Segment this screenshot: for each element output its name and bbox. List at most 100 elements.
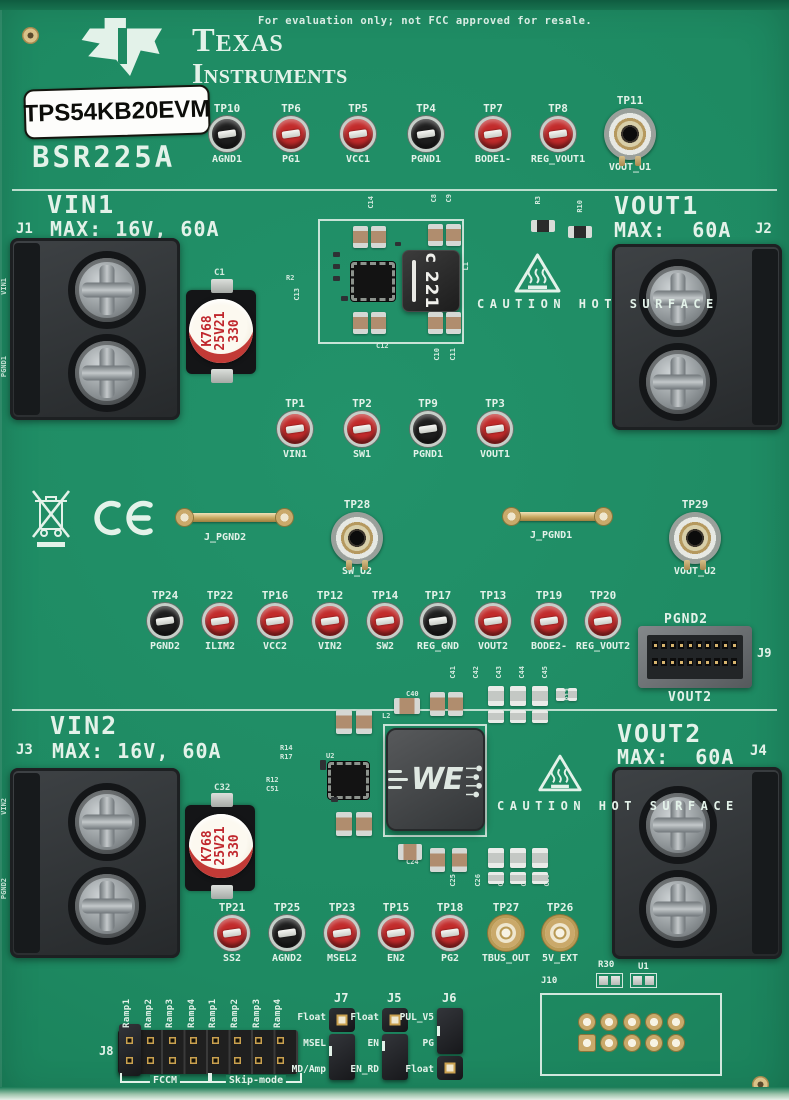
smd-component xyxy=(353,226,368,248)
j9-top-label: PGND2 xyxy=(664,612,709,627)
terminal-block-j2[interactable] xyxy=(612,244,782,430)
terminal-screw[interactable] xyxy=(646,793,710,857)
tp-pad xyxy=(531,603,567,639)
terminal-screw[interactable] xyxy=(75,258,139,322)
smd-component xyxy=(394,698,420,714)
tp-ref: TP26 xyxy=(546,901,574,914)
r30-label: R30 xyxy=(598,960,615,970)
tp-center xyxy=(222,928,242,938)
tp-center xyxy=(285,424,305,434)
ground-loop-j-pgnd2[interactable] xyxy=(186,513,282,522)
j8-pin xyxy=(168,1037,176,1044)
pin1-mark xyxy=(437,1026,440,1036)
connector-j9[interactable] xyxy=(638,626,752,688)
terminal-block-j4[interactable] xyxy=(612,767,782,959)
j7-option: Float xyxy=(297,1012,326,1023)
tp-label: PGND1 xyxy=(410,154,442,165)
tp-label: MSEL2 xyxy=(326,953,358,964)
cap-tab xyxy=(211,793,233,807)
we-logo-lines xyxy=(388,770,408,789)
tp-ref: TP8 xyxy=(548,102,568,115)
tp-center xyxy=(348,129,368,139)
smd-component xyxy=(353,312,368,334)
j9-pin xyxy=(678,641,685,649)
j8-pin-label: Ramp2 xyxy=(143,998,154,1028)
ground-loop-j-pgnd1[interactable] xyxy=(513,512,601,521)
j10-pad xyxy=(668,1014,685,1030)
smd-component xyxy=(341,296,348,301)
model-label-sticker: TPS54KB20EVM xyxy=(23,84,211,140)
vin1-spec: MAX: 16V, 60A xyxy=(50,217,220,241)
resistor-r30 xyxy=(596,973,623,988)
tp-label: REG_VOUT1 xyxy=(530,154,586,165)
tp-center xyxy=(548,129,568,139)
tp-label: REG_GND xyxy=(416,641,460,652)
tp-pad xyxy=(410,411,446,447)
smd-component xyxy=(532,872,548,884)
j5-ref: J5 xyxy=(387,991,402,1005)
terminal-screw[interactable] xyxy=(646,266,710,330)
tp-pad xyxy=(378,915,414,951)
terminal-screw[interactable] xyxy=(75,790,139,854)
tp-ref: TP19 xyxy=(535,589,563,602)
j9-pin xyxy=(696,658,702,666)
tp-ref: TP27 xyxy=(492,901,520,914)
smd-component xyxy=(336,812,352,836)
refdes-r3: R3 xyxy=(534,196,542,205)
j9-pin xyxy=(669,641,676,649)
tp-pad xyxy=(269,915,305,951)
j10-pad xyxy=(601,1035,618,1051)
terminal-screw[interactable] xyxy=(75,874,139,938)
terminal-block-j3[interactable] xyxy=(10,768,180,958)
skip-mode-label: Skip-mode xyxy=(225,1075,287,1086)
tp-center xyxy=(277,928,297,938)
cap-tab xyxy=(211,279,233,293)
j6-pin xyxy=(437,1056,463,1080)
tp-ref: TP11 xyxy=(616,94,644,107)
terminal-block-j1[interactable] xyxy=(10,238,180,420)
tp-ref: TP10 xyxy=(213,102,241,115)
terminal-screw[interactable] xyxy=(646,350,710,414)
j9-bottom-label: VOUT2 xyxy=(668,690,713,705)
j9-ref: J9 xyxy=(757,646,772,660)
terminal-screw[interactable] xyxy=(646,877,710,941)
tp-ref: TP24 xyxy=(151,589,179,602)
j8-shunt[interactable] xyxy=(119,1024,141,1076)
j8-pin xyxy=(190,1037,198,1044)
j7-pin xyxy=(329,1008,355,1032)
connector-j10[interactable] xyxy=(540,993,722,1076)
tp-label: SW2 xyxy=(375,641,395,652)
terminal-screw[interactable] xyxy=(75,341,139,405)
j9-pin xyxy=(722,658,729,666)
smd-component xyxy=(532,848,548,868)
